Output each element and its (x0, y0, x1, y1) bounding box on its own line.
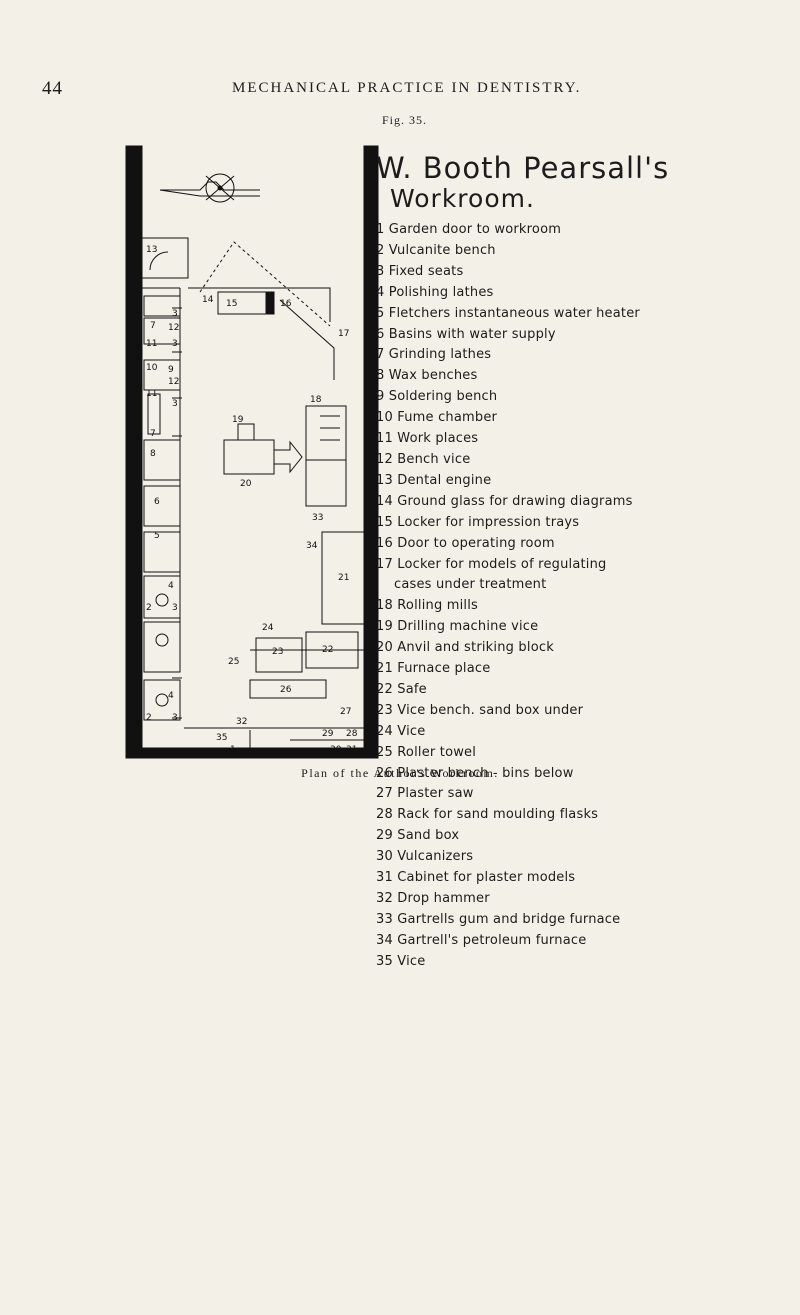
legend-item: 27 Plaster saw (376, 786, 474, 802)
plan-number: 19 (232, 415, 244, 425)
plan-number: 8 (150, 449, 156, 459)
plan-number: 14 (202, 295, 214, 305)
page-number: 44 (42, 78, 63, 99)
figure-caption: Plan of the Author's Workroom. (301, 766, 499, 780)
left-wall (125, 145, 143, 759)
legend-item: 20 Anvil and striking block (376, 640, 554, 656)
legend-item: 25 Roller towel (376, 744, 477, 760)
legend-item: 33 Gartrells gum and bridge furnace (376, 911, 621, 927)
plan-number: 31 (346, 745, 357, 755)
legend-item: 18 Rolling mills (376, 598, 479, 614)
plan-number: 7 (150, 429, 156, 439)
plan-number: 12 (168, 377, 179, 387)
plan-number: 17 (338, 329, 349, 339)
plan-number: 27 (340, 707, 351, 717)
legend-item: 19 Drilling machine vice (376, 619, 539, 635)
skylight-icon (159, 173, 260, 203)
legend-item: 17 Locker for models of regulating (376, 556, 607, 572)
plan-number: 26 (280, 685, 292, 695)
legend-item: 29 Sand box (376, 828, 460, 844)
legend-item: 11 Work places (376, 431, 479, 447)
legend-item: 6 Basins with water supply (376, 326, 556, 342)
plan-number: 3 (172, 399, 178, 409)
plan-number: 33 (312, 513, 323, 523)
plan-number: 2 (146, 603, 152, 613)
plan-number: 3 (172, 603, 178, 613)
plan-number: 21 (338, 573, 349, 583)
legend-item: 26 Plaster bench - bins below (376, 765, 574, 781)
legend-item: 12 Bench vice (376, 451, 471, 467)
plan-number: 18 (310, 395, 322, 405)
legend-item: 8 Wax benches (376, 368, 478, 384)
plan-number: 1 (230, 745, 236, 755)
legend-subtitle: Workroom. (390, 184, 535, 213)
legend-item: 5 Fletchers instantaneous water heater (376, 305, 640, 321)
plan-number: 25 (228, 657, 239, 667)
legend-item: 24 Vice (376, 723, 426, 739)
legend-title: W. Booth Pearsall's (376, 151, 670, 185)
legend-item: 16 Door to operating room (376, 535, 555, 551)
plan-number: 32 (236, 717, 247, 727)
legend-item: 3 Fixed seats (376, 263, 464, 279)
plan-number: 35 (216, 733, 227, 743)
plan-number: 11 (146, 339, 157, 349)
page-header: 44 MECHANICAL PRACTICE IN DENTISTRY. (0, 78, 800, 108)
plan-number: 15 (226, 299, 237, 309)
legend-item: 35 Vice (376, 953, 426, 969)
legend-item: 32 Drop hammer (376, 891, 490, 906)
plan-number: 23 (272, 647, 283, 657)
legend-item: 4 Polishing lathes (376, 284, 494, 300)
plan-number: 29 (322, 729, 334, 739)
workroom-plan: 13 14 15 16 17 12 12 7 7 11 11 10 9 8 6 … (120, 140, 700, 969)
legend-item: 34 Gartrell's petroleum furnace (376, 932, 587, 948)
legend-item: 22 Safe (376, 681, 427, 697)
plan-number: 30 (330, 745, 342, 755)
plan-number: 5 (154, 531, 160, 541)
plan-number: 20 (240, 479, 252, 489)
legend-item: 31 Cabinet for plaster models (376, 870, 576, 886)
plan-number: 9 (168, 365, 174, 375)
legend-item: 15 Locker for impression trays (376, 514, 580, 530)
plan-number: 16 (280, 299, 292, 309)
running-head: MECHANICAL PRACTICE IN DENTISTRY. (232, 80, 582, 96)
legend-item: 1 Garden door to workroom (376, 222, 562, 237)
legend-item: 21 Furnace place (376, 661, 491, 677)
plan-number: 34 (306, 541, 318, 551)
legend: W. Booth Pearsall's Workroom. 1 Garden d… (372, 151, 694, 969)
plan-number: 4 (168, 581, 174, 591)
legend-item: 10 Fume chamber (376, 410, 498, 426)
legend-item: 13 Dental engine (376, 472, 492, 488)
legend-item: 2 Vulcanite bench (376, 242, 496, 258)
legend-item: 28 Rack for sand moulding flasks (376, 807, 599, 823)
legend-item: 7 Grinding lathes (376, 347, 492, 363)
plan-number: 24 (262, 623, 274, 633)
legend-item: 9 Soldering bench (376, 389, 498, 405)
plan-number: 11 (146, 389, 157, 399)
legend-item: cases under treatment (394, 577, 547, 593)
figure-label: Fig. 35. (382, 113, 428, 127)
plan-number: 4 (168, 691, 174, 701)
plan-number: 3 (172, 309, 178, 319)
plan-number: 6 (154, 497, 160, 507)
plan-number: 28 (346, 729, 358, 739)
legend-item: 14 Ground glass for drawing diagrams (376, 493, 633, 509)
plan-number: 7 (150, 321, 156, 331)
plan-number: 12 (168, 323, 179, 333)
plan-number: 22 (322, 645, 333, 655)
plan-number: 10 (146, 363, 158, 373)
legend-item: 30 Vulcanizers (376, 849, 474, 865)
plan-number: 13 (146, 245, 157, 255)
legend-item: 23 Vice bench. sand box under (376, 702, 584, 718)
floor-plan-drawing: 13 14 15 16 17 12 12 7 7 11 11 10 9 8 6 … (125, 145, 379, 759)
legend-list: 1 Garden door to workroom 2 Vulcanite be… (376, 220, 694, 973)
plan-number: 3 (172, 339, 178, 349)
plan-number: 3 (172, 713, 178, 723)
plan-number: 2 (146, 713, 152, 723)
